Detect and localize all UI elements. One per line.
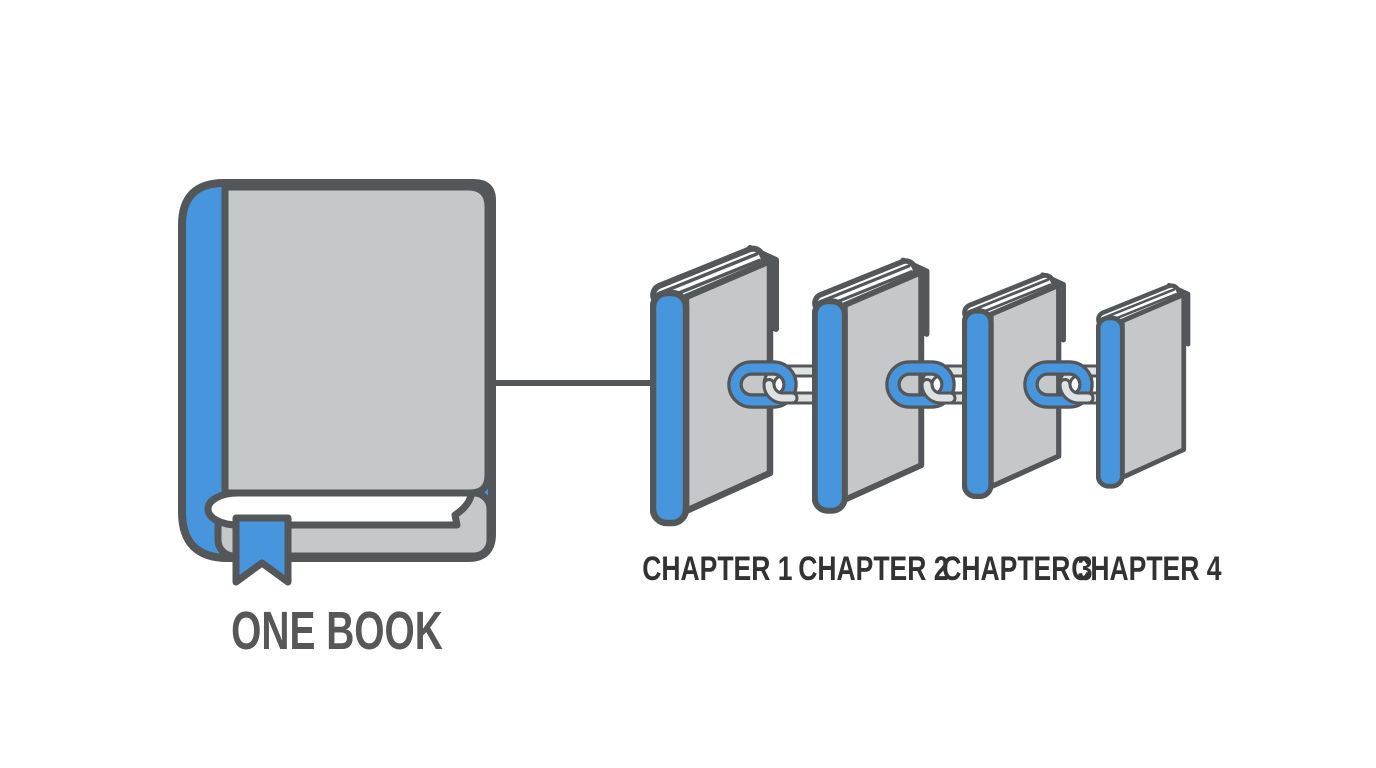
spine — [812, 298, 848, 514]
chapter-2-label: CHAPTER 2 — [773, 550, 973, 589]
one-book-label: ONE BOOK — [177, 600, 497, 662]
front-cover — [221, 183, 492, 497]
one-book-label-text: ONE BOOK — [231, 601, 443, 661]
spine — [650, 289, 690, 527]
chapter-book-4-icon — [1096, 282, 1191, 489]
chapter-3-label: CHAPTER 3 — [917, 550, 1117, 589]
chapter-2-label-text: CHAPTER 2 — [797, 550, 949, 588]
spine — [962, 308, 994, 500]
connector-line — [486, 380, 666, 386]
chain-link-icon-1 — [727, 360, 856, 409]
chapter-1-label: CHAPTER 1 — [617, 550, 817, 589]
one-book-icon — [178, 179, 496, 586]
bookmark-icon — [232, 514, 292, 586]
chapter-3-label-text: CHAPTER 3 — [941, 550, 1093, 588]
spine — [1096, 315, 1125, 489]
front-cover — [1119, 292, 1187, 480]
chapter-4-label-text: CHAPTER 4 — [1070, 550, 1222, 588]
chapter-1-label-text: CHAPTER 1 — [641, 550, 793, 588]
chapter-4-label: CHAPTER 4 — [1046, 550, 1246, 589]
chapter-book-2-icon — [812, 257, 930, 514]
